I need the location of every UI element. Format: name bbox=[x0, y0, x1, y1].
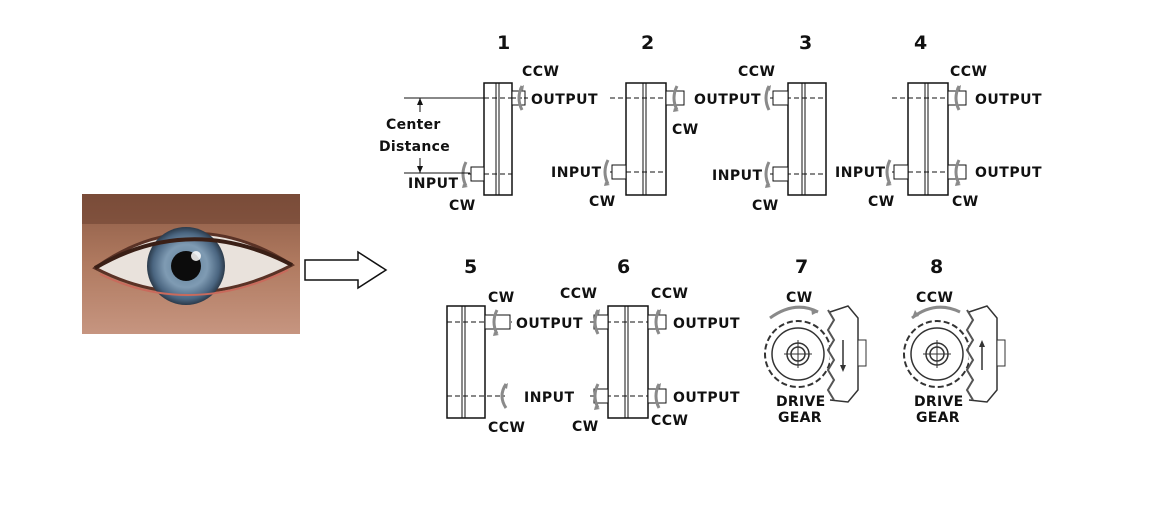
config-number: 1 bbox=[497, 32, 510, 54]
rotation-label: CW bbox=[589, 194, 616, 210]
input-label: INPUT bbox=[408, 176, 459, 192]
config-number: 6 bbox=[617, 256, 630, 278]
drive-label: DRIVE bbox=[776, 394, 826, 410]
rotation-label: CW bbox=[488, 290, 515, 306]
rotation-label: CW bbox=[572, 419, 599, 435]
rotation-label: CCW bbox=[950, 64, 988, 80]
config-3: 3 CCW INPUT CW bbox=[712, 32, 827, 214]
right-arrow-icon bbox=[304, 250, 388, 290]
gear-label: GEAR bbox=[916, 410, 960, 426]
config-5: 5 OUTPUT CW CCW bbox=[446, 256, 583, 436]
rotation-label: CCW bbox=[916, 290, 954, 306]
output-label: OUTPUT bbox=[673, 316, 740, 332]
config-4: 4 OUTPUT CCW INPUT CW OUTPUT CW bbox=[835, 32, 1042, 210]
output-label: OUTPUT bbox=[975, 165, 1042, 181]
input-label: INPUT bbox=[551, 165, 602, 181]
rotation-label: CCW bbox=[651, 286, 689, 302]
config-2: 2 OUTPUT CW INPUT CW bbox=[551, 32, 761, 210]
input-label: INPUT bbox=[524, 390, 575, 406]
output-label: OUTPUT bbox=[531, 92, 598, 108]
rotation-label: CW bbox=[952, 194, 979, 210]
drive-label: DRIVE bbox=[914, 394, 964, 410]
rotation-label: CCW bbox=[488, 420, 526, 436]
config-number: 2 bbox=[641, 32, 654, 54]
distance-label: Distance bbox=[379, 139, 450, 155]
rotation-label: CCW bbox=[560, 286, 598, 302]
config-number: 3 bbox=[799, 32, 812, 54]
output-label: OUTPUT bbox=[673, 390, 740, 406]
config-7: 7 CW DRIVE GEAR bbox=[764, 256, 867, 426]
rotation-label: CCW bbox=[522, 64, 560, 80]
gear-label: GEAR bbox=[778, 410, 822, 426]
output-label: OUTPUT bbox=[694, 92, 761, 108]
config-number: 5 bbox=[464, 256, 477, 278]
config-number: 4 bbox=[914, 32, 927, 54]
gear-icon bbox=[764, 320, 832, 388]
config-number: 8 bbox=[930, 256, 943, 278]
config-8: 8 CCW DRIVE GEAR bbox=[903, 256, 1006, 426]
rotation-label: CW bbox=[672, 122, 699, 138]
rotation-label: CCW bbox=[738, 64, 776, 80]
output-label: OUTPUT bbox=[975, 92, 1042, 108]
output-label: OUTPUT bbox=[516, 316, 583, 332]
rotation-label: CW bbox=[786, 290, 813, 306]
eye-photo bbox=[82, 194, 300, 334]
config-1: 1 OUTPUT CCW INPUT CW Center Distance bbox=[379, 32, 598, 214]
rotation-label: CW bbox=[868, 194, 895, 210]
rotation-label: CW bbox=[752, 198, 779, 214]
rotation-label: CW bbox=[449, 198, 476, 214]
gear-icon bbox=[903, 320, 971, 388]
input-label: INPUT bbox=[835, 165, 886, 181]
center-label: Center bbox=[386, 117, 441, 133]
config-6: 6 CCW OUTPUT CCW INPUT CW OUTPUT CCW bbox=[524, 256, 740, 435]
input-label: INPUT bbox=[712, 168, 763, 184]
rotation-label: CCW bbox=[651, 413, 689, 429]
config-number: 7 bbox=[795, 256, 808, 278]
